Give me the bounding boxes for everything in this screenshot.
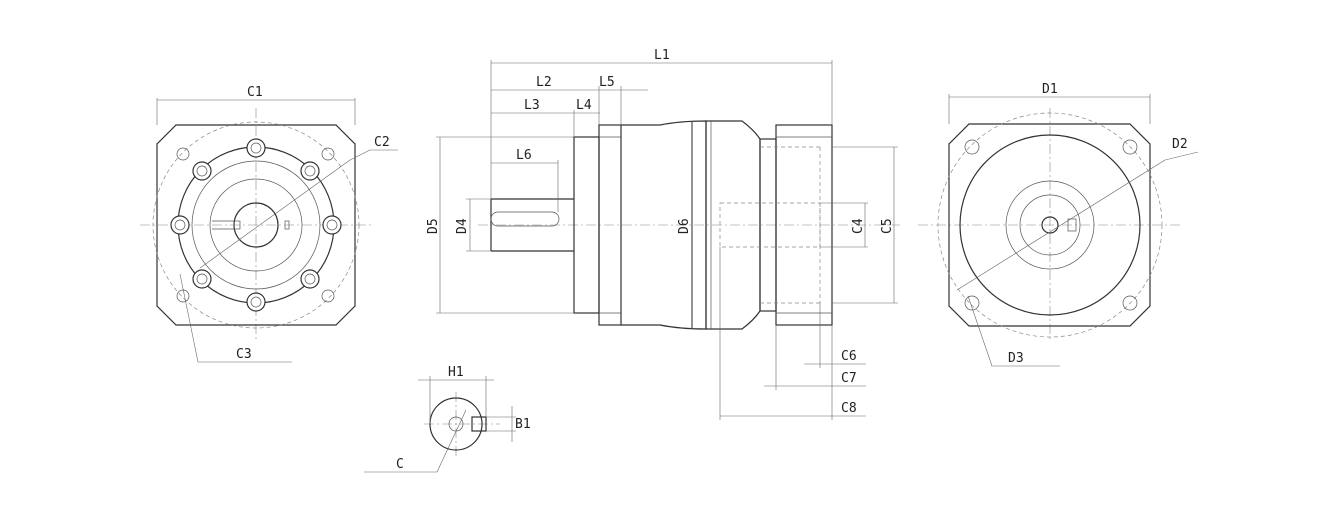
- d6-label: D6: [677, 218, 692, 234]
- left-flange-view: C1 C2 C3: [140, 85, 398, 363]
- side-view: L1 L2 L5 L3 L4 L6 D5 D4 D6: [426, 48, 900, 420]
- l4-label: L4: [576, 98, 592, 113]
- c3-label: C3: [236, 347, 252, 362]
- d3-label: D3: [1008, 351, 1024, 366]
- l1-label: L1: [654, 48, 670, 63]
- d4-label: D4: [455, 218, 470, 234]
- l3-label: L3: [524, 98, 540, 113]
- shaft-section-detail: H1 B1 C: [364, 365, 531, 473]
- c-label: C: [396, 457, 404, 472]
- d5-label: D5: [426, 218, 441, 234]
- c2-label: C2: [374, 135, 390, 150]
- c4-label: C4: [851, 218, 866, 234]
- d1-label: D1: [1042, 82, 1058, 97]
- c6-label: C6: [841, 349, 857, 364]
- c1-label: C1: [247, 85, 263, 100]
- c8-label: C8: [841, 401, 857, 416]
- l2-label: L2: [536, 75, 552, 90]
- c5-label: C5: [880, 218, 895, 234]
- right-flange-view: D1 D2 D3: [918, 82, 1199, 367]
- h1-label: H1: [448, 365, 464, 380]
- b1-label: B1: [515, 417, 531, 432]
- c7-label: C7: [841, 371, 857, 386]
- l6-label: L6: [516, 148, 532, 163]
- l5-label: L5: [599, 75, 615, 90]
- bolt-bosses: [170, 138, 342, 312]
- d2-label: D2: [1172, 137, 1188, 152]
